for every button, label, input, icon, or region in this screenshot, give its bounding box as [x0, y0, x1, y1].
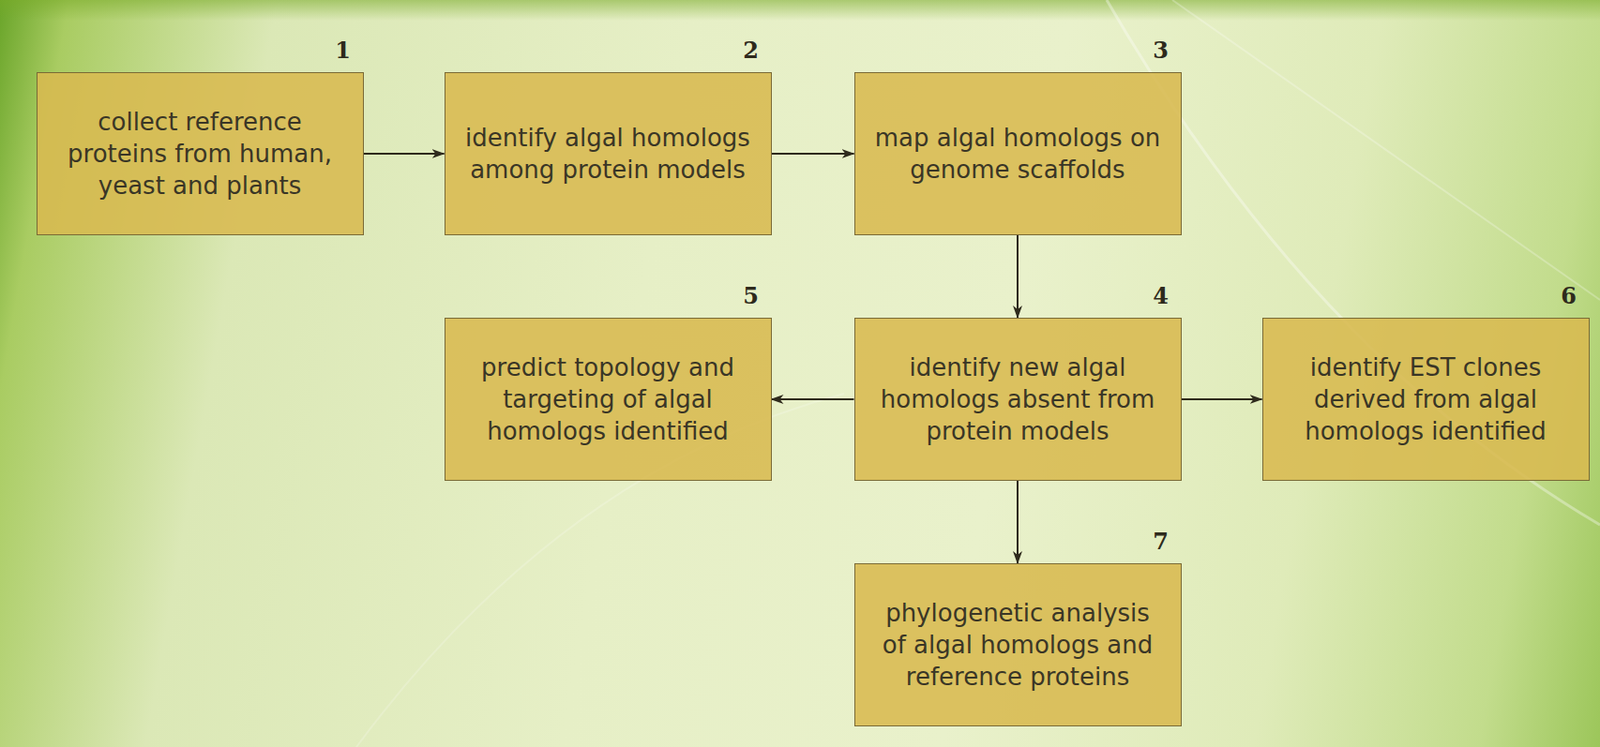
- box-text: identify EST clones derived from algal h…: [1282, 351, 1570, 448]
- box-text: identify new algal homologs absent from …: [874, 351, 1163, 448]
- step-number: 2: [742, 36, 759, 64]
- flow-arrow: [771, 152, 855, 155]
- process-box: identify algal homologs among protein mo…: [444, 72, 772, 236]
- process-box: phylogenetic analysis of algal homologs …: [854, 563, 1182, 727]
- process-box: identify EST clones derived from algal h…: [1262, 317, 1590, 482]
- step-number: 6: [1560, 282, 1577, 310]
- process-box: collect reference proteins from human, y…: [36, 72, 364, 236]
- leaf-vein: [1172, 0, 1600, 301]
- flow-arrow: [771, 398, 855, 401]
- step-number: 4: [1152, 282, 1169, 310]
- flow-arrow: [1016, 481, 1019, 564]
- process-box: map algal homologs on genome scaffolds: [854, 72, 1182, 236]
- box-text: phylogenetic analysis of algal homologs …: [874, 597, 1163, 694]
- step-number: 3: [1152, 36, 1169, 64]
- box-text: map algal homologs on genome scaffolds: [874, 121, 1163, 186]
- flow-arrow: [363, 152, 445, 155]
- box-text: predict topology and targeting of algal …: [464, 351, 753, 448]
- process-box: identify new algal homologs absent from …: [854, 317, 1182, 482]
- box-text: collect reference proteins from human, y…: [56, 105, 345, 202]
- process-box: predict topology and targeting of algal …: [444, 317, 772, 482]
- step-number: 5: [742, 282, 759, 310]
- flow-arrow: [1181, 398, 1263, 401]
- step-number: 1: [334, 36, 351, 64]
- box-text: identify algal homologs among protein mo…: [464, 121, 753, 186]
- flow-arrow: [1016, 235, 1019, 318]
- step-number: 7: [1152, 528, 1169, 556]
